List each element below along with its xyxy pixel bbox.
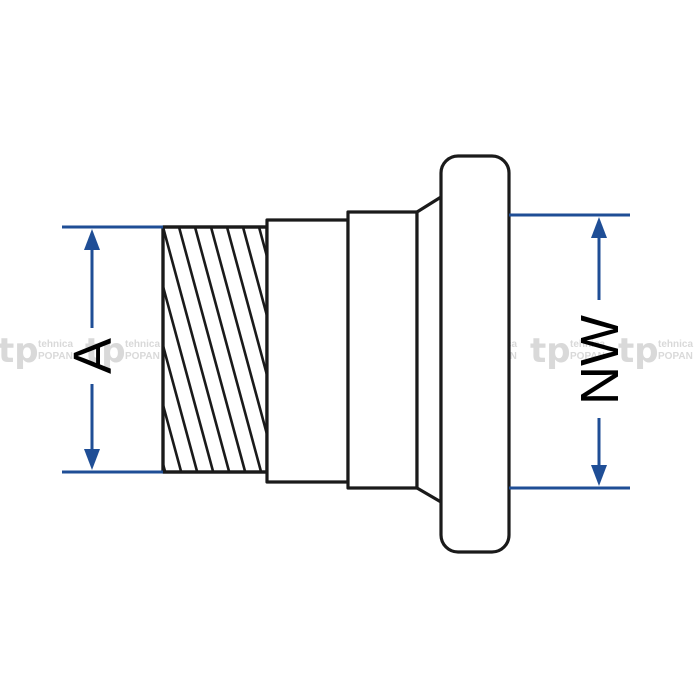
neck-section [265, 218, 350, 484]
thread-line [177, 226, 247, 473]
thread-line [193, 226, 263, 473]
watermark-line2: POPAN [658, 351, 693, 362]
label-nw: NW [570, 315, 630, 405]
dim-a-arrow-down [84, 449, 100, 470]
thread-line [161, 285, 215, 473]
watermark-line1: tehnica [38, 339, 73, 350]
flange [439, 154, 511, 554]
watermark-mark: tp [618, 331, 659, 371]
taper-section [415, 195, 443, 504]
thread-line [241, 226, 269, 317]
watermark-line2: POPAN [38, 351, 73, 362]
collar-section [346, 210, 419, 490]
watermark-line1: tehnica [125, 339, 160, 350]
watermark-mark: tp [530, 331, 571, 371]
label-a: A [63, 338, 123, 374]
dim-nw-arrow-up [591, 217, 607, 238]
watermark-line2: POPAN [570, 351, 605, 362]
thread-line [209, 226, 269, 435]
fitting-body [161, 154, 511, 554]
thread-line [161, 226, 231, 473]
dimension-a [62, 225, 163, 474]
thread-line [225, 226, 269, 376]
thread-line [161, 404, 183, 473]
watermark-mark: tp [85, 331, 126, 371]
watermark-mark: tp [0, 331, 39, 371]
dimension-nw [509, 213, 630, 490]
thread-line [161, 345, 199, 473]
thread-lines [161, 226, 269, 473]
watermark-line1: tehnica [658, 339, 693, 350]
watermark-line1: tehnica [570, 339, 605, 350]
dim-nw-arrow-down [591, 465, 607, 486]
dim-a-arrow-up [84, 229, 100, 250]
watermark-line2: POPAN [125, 351, 160, 362]
